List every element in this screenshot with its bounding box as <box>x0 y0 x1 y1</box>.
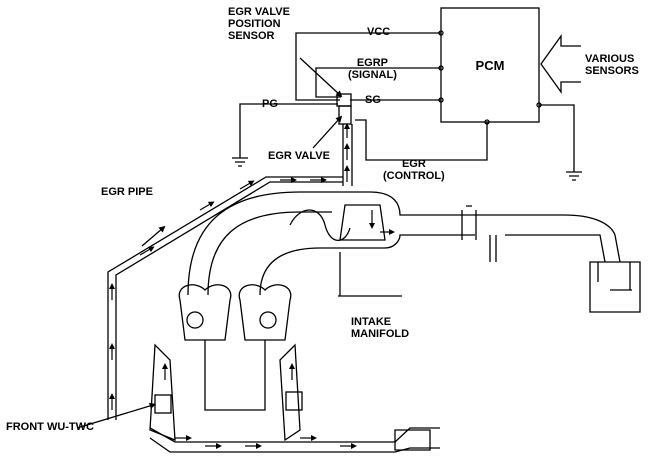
intake-manifold-label: INTAKE MANIFOLD <box>351 316 409 340</box>
egrp-label: EGRP (SIGNAL) <box>348 57 397 81</box>
sensor-label-line-1: EGR VALVE <box>228 6 290 18</box>
various-sensors-label: VARIOUS SENSORS <box>585 53 639 77</box>
egrp-label-line-1: EGRP <box>356 57 389 69</box>
pcm-terminal-egr <box>484 119 490 125</box>
front-wu-twc-label: FRONT WU-TWC <box>6 421 94 433</box>
wiring <box>232 32 582 181</box>
egr-pipe-leader <box>141 225 166 247</box>
pcm-terminal-vcc <box>438 30 444 36</box>
pcm-box <box>440 7 540 123</box>
sensor-label-line-2: POSITION <box>228 18 281 30</box>
intake-manifold <box>187 191 641 313</box>
egr-control-label: EGR (CONTROL) <box>383 158 445 182</box>
pcm-terminal-sg <box>438 97 444 103</box>
intake-manifold-line-2: MANIFOLD <box>351 328 410 340</box>
sg-label: SG <box>365 94 381 106</box>
egr-control-line-1: EGR <box>401 158 426 170</box>
sensor-label-line-3: SENSOR <box>228 30 275 42</box>
pcm-terminal-ground <box>536 102 542 108</box>
engine <box>149 284 301 442</box>
egr-pipe <box>107 176 343 420</box>
various-sensors-line-1: VARIOUS <box>585 53 635 65</box>
pcm-label: PCM <box>476 58 505 73</box>
front-wu-twc-leader <box>76 402 157 429</box>
egr-valve-leader <box>312 115 343 149</box>
pcm-terminal-egrp <box>438 65 444 71</box>
egr-valve-label: EGR VALVE <box>268 150 330 162</box>
front-wu-twc-left <box>154 394 172 414</box>
egr-valve <box>336 93 353 186</box>
egr-pipe-label: EGR PIPE <box>101 186 153 198</box>
egr-valve-position-sensor-label: EGR VALVE POSITION SENSOR <box>228 6 290 42</box>
front-wu-twc-right <box>285 391 303 411</box>
pg-label: PG <box>262 98 278 110</box>
vcc-label: VCC <box>367 26 391 38</box>
intake-manifold-line-1: INTAKE <box>351 316 392 328</box>
egr-control-line-2: (CONTROL) <box>383 170 445 182</box>
sensor-leader <box>299 57 343 98</box>
egrp-label-line-2: (SIGNAL) <box>348 69 397 81</box>
various-sensors-line-2: SENSORS <box>585 65 639 77</box>
exhaust-pipe <box>149 427 440 453</box>
flow-arrows <box>109 123 395 449</box>
various-sensors-arrow <box>540 33 581 95</box>
